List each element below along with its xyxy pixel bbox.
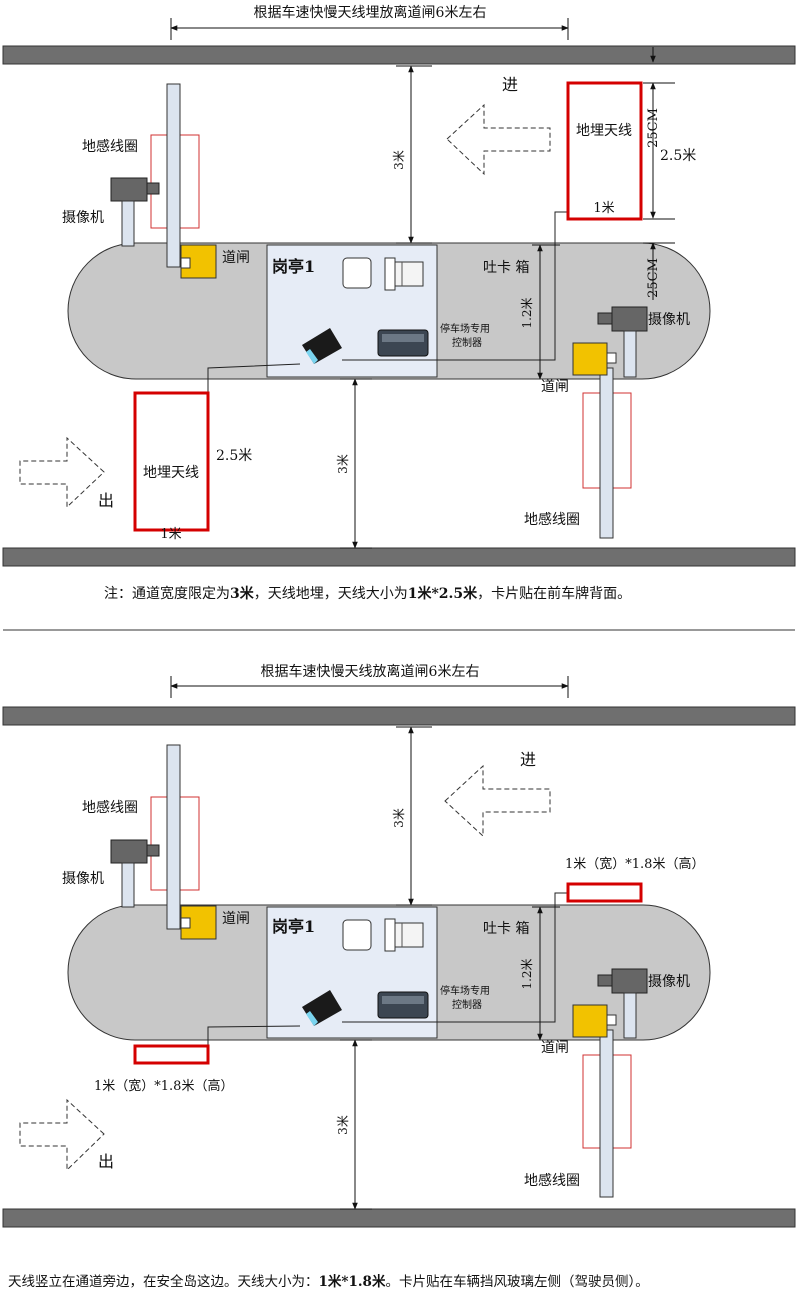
gate-arm-right-2 <box>599 1029 614 1198</box>
camera-left-label: 摄像机 <box>62 210 104 226</box>
dim-25cm-b-label: 25CM <box>646 258 661 298</box>
dim-2-5m-top-label: 2.5米 <box>660 148 696 164</box>
note-diagram-1: 注：通道宽度限定为3米，天线地埋，天线大小为1米*2.5米，卡片贴在前车牌背面。 <box>104 586 632 602</box>
booth-label: 岗亭1 <box>272 257 315 276</box>
entry-label-2: 进 <box>520 750 536 769</box>
gate-right <box>572 342 608 376</box>
card-reader-icon <box>302 328 342 364</box>
dim-2-5m-bottom-label: 2.5米 <box>216 448 252 464</box>
controller-device-icon <box>377 329 429 357</box>
vertical-antenna-right <box>566 882 643 903</box>
dim-25cm-a-label: 25CM <box>646 108 661 148</box>
road-bottom-2 <box>2 1208 796 1228</box>
loop-right-label: 地感线圈 <box>524 511 580 528</box>
controller-device-icon-2 <box>377 991 429 1019</box>
cable-left-2 <box>207 1025 301 1046</box>
buried-antenna-bottom <box>133 391 210 532</box>
camera-left-label-2: 摄像机 <box>62 871 104 887</box>
gate-right-label-2: 道闸 <box>541 1040 569 1056</box>
road-top <box>2 45 796 65</box>
camera-right-label-2: 摄像机 <box>648 974 690 990</box>
road-top-2 <box>2 706 796 726</box>
dim-1-2m-label-2: 1.2米 <box>520 958 534 989</box>
card-box-label: 吐卡 箱 <box>483 260 529 276</box>
card-box-label-2: 吐卡 箱 <box>483 921 529 937</box>
camera-left-icon <box>110 177 160 247</box>
dim-3m-top-label: 3米 <box>392 150 406 170</box>
printer-icon <box>384 257 424 291</box>
diagram-2: 根据车速快慢天线放离道闸6米左右 岗亭1 停车场专用 控制器 3米 <box>2 663 796 1228</box>
exit-arrow-icon <box>19 436 105 509</box>
exit-label-2: 出 <box>98 1152 114 1171</box>
printer-icon-2 <box>384 918 424 952</box>
gate-right-2 <box>572 1004 608 1038</box>
camera-right-icon <box>597 306 648 378</box>
loop-left-label-2: 地感线圈 <box>82 799 138 816</box>
controller-label-line1-2: 停车场专用 <box>440 984 490 997</box>
exit-arrow-icon-2 <box>19 1098 105 1172</box>
entry-label: 进 <box>502 75 518 94</box>
dim-1-2m-label: 1.2米 <box>520 297 534 328</box>
top-dimension-label: 根据车速快慢天线埋放离道闸6米左右 <box>254 4 487 21</box>
gate-arm-left-2 <box>166 744 181 930</box>
cable-left <box>207 363 301 393</box>
top-dimension-label-2: 根据车速快慢天线放离道闸6米左右 <box>261 663 480 680</box>
diagram-1: 根据车速快慢天线埋放离道闸6米左右 岗亭1 停车场专用 控制器 <box>2 4 796 567</box>
note-diagram-2: 天线竖立在通道旁边，在安全岛这边。天线大小为：1米*1.8米。卡片贴在车辆挡风玻… <box>8 1274 649 1290</box>
dim-3m-top-label-2: 3米 <box>392 808 406 828</box>
camera-left-icon-2 <box>110 839 160 908</box>
dim-3m-bottom-label: 3米 <box>336 454 350 474</box>
loop-right-label-2: 地感线圈 <box>524 1172 580 1189</box>
dim-1m-top-label: 1米 <box>593 201 614 216</box>
card-reader-icon-2 <box>302 990 342 1026</box>
gate-left-label: 道闸 <box>222 250 250 266</box>
antenna-size-left-label: 1米（宽）*1.8米（高） <box>94 1078 233 1094</box>
gate-right-label: 道闸 <box>541 379 569 395</box>
monitor-icon <box>342 257 372 289</box>
dim-3m-bottom-label-2: 3米 <box>336 1115 350 1135</box>
entry-arrow-icon <box>446 103 551 176</box>
gate-arm-left <box>166 83 181 268</box>
dim-1m-bottom-label: 1米 <box>160 527 181 542</box>
gate-left-label-2: 道闸 <box>222 911 250 927</box>
antenna-size-right-label: 1米（宽）*1.8米（高） <box>565 856 704 872</box>
camera-right-label: 摄像机 <box>648 312 690 328</box>
cable-right-2 <box>342 892 568 1023</box>
road-bottom <box>2 547 796 567</box>
entry-arrow-icon-2 <box>444 764 551 838</box>
cable-right <box>342 211 568 361</box>
booth-label-2: 岗亭1 <box>272 917 315 936</box>
controller-label-line1: 停车场专用 <box>440 322 490 335</box>
camera-right-icon-2 <box>597 968 648 1039</box>
buried-antenna-top <box>566 81 643 221</box>
controller-label-line2: 控制器 <box>452 336 482 349</box>
antenna-top-label: 地埋天线 <box>576 123 632 139</box>
controller-label-line2-2: 控制器 <box>452 998 482 1011</box>
gate-arm-right <box>599 367 614 539</box>
antenna-bottom-label: 地埋天线 <box>143 465 199 481</box>
monitor-icon-2 <box>342 919 372 951</box>
exit-label: 出 <box>98 491 114 510</box>
vertical-antenna-left <box>133 1044 210 1065</box>
loop-left-label: 地感线圈 <box>82 138 138 155</box>
